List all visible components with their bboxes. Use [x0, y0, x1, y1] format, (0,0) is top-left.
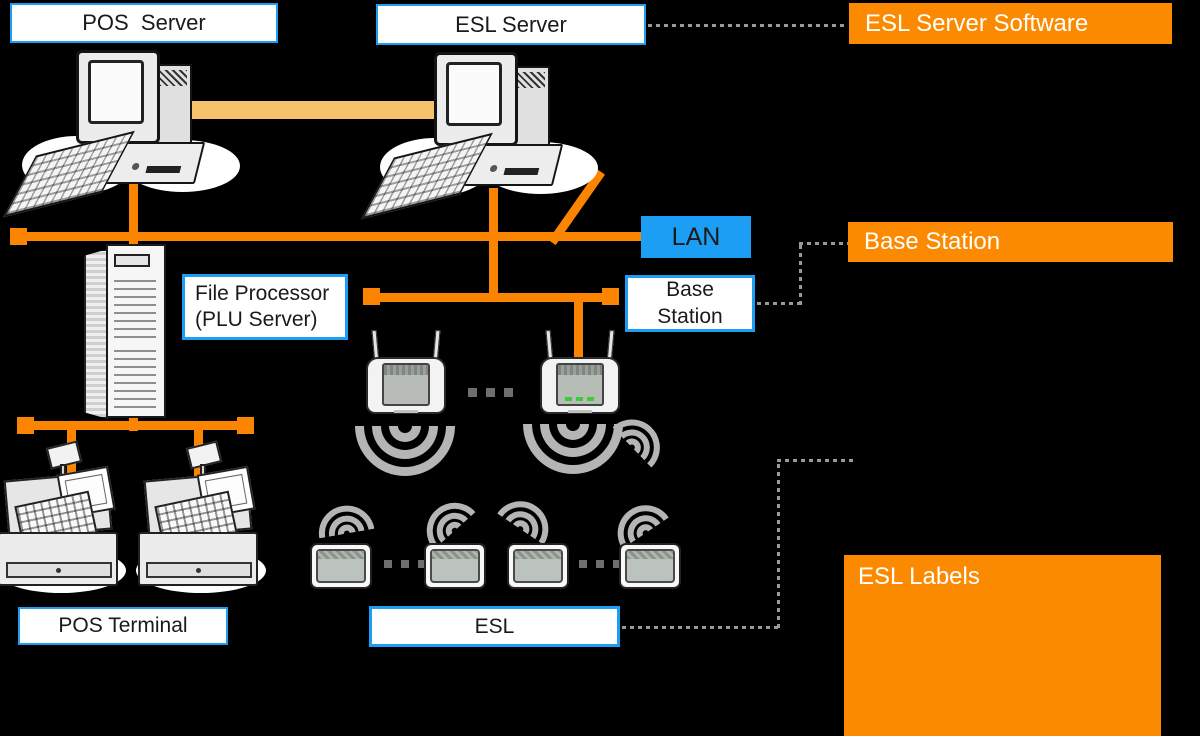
bs-callout-connector-h2 [799, 242, 848, 245]
pos-server-label: POS Server [82, 10, 206, 35]
crt-monitor [434, 52, 518, 146]
esl-server-label: ESL Server [455, 11, 567, 37]
esl-label-screen [625, 549, 675, 583]
wifi-signal-icon-1 [310, 474, 375, 539]
tower-vent-slats [114, 346, 156, 408]
server-link-band [172, 101, 467, 119]
case-vents [517, 72, 545, 88]
esl-label-screen [513, 549, 563, 583]
tower-drive-bay [114, 254, 150, 267]
drawer-keyhole [196, 568, 201, 573]
esl-server-software-label: ESL Server Software [865, 9, 1089, 37]
base-station-drop-line [574, 300, 583, 362]
file-processor-box: File Processor (PLU Server) [182, 274, 348, 340]
panel-hatch [384, 365, 428, 375]
esl-label-strip [432, 551, 478, 559]
tower-side-face [84, 249, 108, 419]
esl-label: ESL [474, 614, 515, 638]
esl-label-screen [430, 549, 480, 583]
cash-drawer-base [0, 532, 118, 586]
esl-labels-label: ESL Labels [858, 563, 980, 590]
panel-hatch [558, 365, 602, 375]
base-station-ellipsis-icon [468, 388, 513, 397]
drawer-keyhole [56, 568, 61, 573]
esl-box: ESL [369, 606, 620, 647]
base-bus-right-connector [602, 288, 619, 305]
case-vents [159, 70, 187, 86]
crt-monitor [76, 50, 160, 144]
pos-terminal-box: POS Terminal [18, 607, 228, 645]
pos-terminal-label: POS Terminal [58, 614, 188, 637]
pos-bus-line [25, 421, 246, 430]
base-station-panel [382, 363, 430, 406]
device-print [394, 410, 418, 413]
esl-label-device-3 [507, 543, 569, 589]
esl-callout-connector-h1 [622, 626, 780, 629]
esl-label-device-1 [310, 543, 372, 589]
esl-label-strip [627, 551, 673, 559]
esl-ellipsis-icon-2 [579, 560, 621, 568]
lan-trunk-end-connector [10, 228, 27, 245]
power-button [489, 165, 498, 172]
esl-label-strip [318, 551, 364, 559]
monitor-screen [446, 62, 502, 126]
wifi-signal-icon-side [612, 388, 691, 468]
file-processor-label-line1: File Processor [195, 281, 330, 305]
base-station-device-2 [540, 329, 620, 416]
status-leds [565, 397, 594, 401]
lan-label: LAN [671, 222, 721, 251]
pos-terminal-device-2 [136, 440, 268, 596]
software-callout-connector [648, 24, 848, 27]
cash-drawer-base [138, 532, 258, 586]
esl-server-box: ESL Server [376, 4, 646, 45]
esl-server-software-callout: ESL Server Software [849, 3, 1172, 44]
esl-label-strip [515, 551, 561, 559]
floppy-slot [145, 166, 182, 173]
bs-callout-connector-v [799, 243, 802, 305]
esl-server-drop-line [489, 188, 498, 301]
base-station-label-line1: Base [666, 278, 714, 302]
file-processor-label-line2: (PLU Server) [195, 308, 318, 331]
base-station-callout-label: Base Station [864, 228, 1001, 255]
esl-ellipsis-icon-1 [384, 560, 426, 568]
bs-callout-connector-h1 [757, 302, 802, 305]
base-station-device-1 [366, 329, 446, 416]
esl-label-screen [316, 549, 366, 583]
base-station-callout: Base Station [848, 222, 1173, 262]
base-station-bus-line [372, 293, 612, 302]
esl-label-device-2 [424, 543, 486, 589]
desktop-computer-esl-server [361, 50, 603, 220]
pos-server-box: POS Server [10, 3, 278, 43]
tower-vent-slats [114, 278, 156, 338]
pos-terminal-device-1 [0, 440, 128, 596]
device-print [568, 410, 592, 413]
esl-label-device-4 [619, 543, 681, 589]
lan-trunk-line [18, 232, 641, 241]
base-station-box: Base Station [625, 275, 755, 332]
lan-box: LAN [641, 216, 751, 258]
pos-bus-right-connector [237, 417, 254, 434]
floppy-slot [503, 168, 540, 175]
pos-bus-left-connector [17, 417, 34, 434]
desktop-computer-pos-server [3, 48, 245, 218]
monitor-screen [88, 60, 144, 124]
base-bus-left-connector [363, 288, 380, 305]
esl-callout-connector-h2 [777, 459, 854, 462]
tower-server-file-processor [84, 244, 170, 424]
base-station-label-line2: Station [657, 304, 723, 328]
esl-labels-callout: ESL Labels [844, 555, 1161, 736]
esl-callout-connector-v [777, 461, 780, 628]
power-button [131, 163, 140, 170]
